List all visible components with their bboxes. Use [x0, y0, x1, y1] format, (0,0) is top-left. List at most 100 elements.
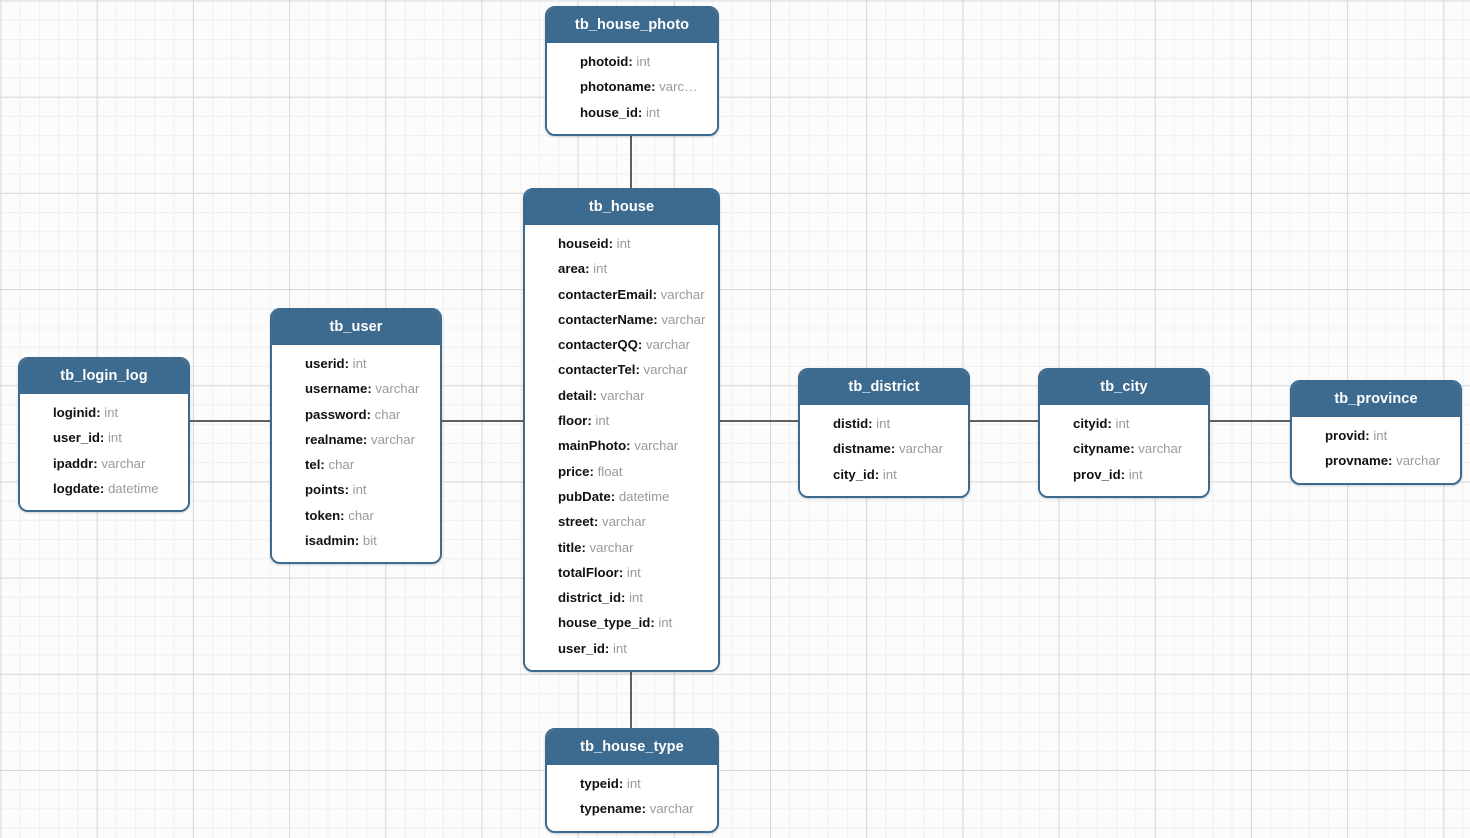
field-name: district_id	[558, 590, 622, 606]
field-type: char	[374, 406, 401, 422]
field-separator: :	[651, 79, 656, 95]
field-name: distname	[833, 441, 891, 457]
field-row[interactable]: loginid: int	[20, 400, 188, 425]
field-separator: :	[610, 488, 616, 504]
field-separator: :	[637, 337, 643, 353]
field-row[interactable]: isadmin: bit	[272, 528, 440, 553]
field-row[interactable]: pubDate: datetime	[525, 484, 718, 509]
field-row[interactable]: realname: varchar	[272, 427, 440, 452]
field-row[interactable]: contacterEmail: varchar	[525, 282, 718, 307]
field-row[interactable]: house_id: int	[547, 100, 717, 125]
field-row[interactable]: house_type_id: int	[525, 610, 718, 635]
field-row[interactable]: provname: varchar	[1292, 448, 1460, 473]
field-row[interactable]: distname: varchar	[800, 436, 968, 461]
field-separator: :	[585, 261, 590, 277]
field-separator: :	[366, 406, 371, 422]
field-separator: :	[628, 54, 633, 69]
field-row[interactable]: token: char	[272, 503, 440, 528]
field-name: totalFloor	[558, 564, 619, 580]
field-row[interactable]: provid: int	[1292, 423, 1460, 448]
field-name: points	[305, 482, 345, 498]
field-row[interactable]: city_id: int	[800, 462, 968, 487]
entity-title-tb_user: tb_user	[272, 310, 440, 345]
field-row[interactable]: cityname: varchar	[1040, 436, 1208, 461]
field-separator: :	[608, 236, 613, 251]
field-separator: :	[1365, 428, 1370, 443]
field-name: pubDate	[558, 488, 611, 504]
field-row[interactable]: cityid: int	[1040, 411, 1208, 436]
field-type: varc…	[659, 79, 698, 95]
field-row[interactable]: userid: int	[272, 351, 440, 376]
field-row[interactable]: contacterQQ: varchar	[525, 332, 718, 357]
field-row[interactable]: distid: int	[800, 411, 968, 436]
field-type: varchar	[661, 311, 706, 327]
field-name: mainPhoto	[558, 438, 627, 454]
field-row[interactable]: mainPhoto: varchar	[525, 433, 718, 458]
entity-title-tb_district: tb_district	[800, 370, 968, 405]
field-type: datetime	[107, 480, 159, 496]
field-row[interactable]: photoid: int	[547, 49, 717, 74]
field-row[interactable]: typename: varchar	[547, 796, 717, 821]
field-row[interactable]: area: int	[525, 256, 718, 281]
field-row[interactable]: title: varchar	[525, 535, 718, 560]
field-name: detail	[558, 387, 593, 403]
field-type: int	[616, 236, 631, 251]
field-separator: :	[99, 480, 105, 496]
field-row[interactable]: logdate: datetime	[20, 476, 188, 501]
field-name: userid	[305, 356, 345, 371]
field-name: contacterEmail	[558, 286, 653, 302]
field-separator: :	[650, 615, 655, 631]
field-row[interactable]: user_id: int	[525, 636, 718, 661]
field-separator: :	[592, 387, 597, 403]
field-row[interactable]: contacterTel: varchar	[525, 357, 718, 382]
field-row[interactable]: ipaddr: varchar	[20, 451, 188, 476]
connector-photo-to-house[interactable]	[630, 133, 632, 189]
field-row[interactable]: user_id: int	[20, 425, 188, 450]
field-separator: :	[589, 463, 594, 479]
field-row[interactable]: tel: char	[272, 452, 440, 477]
field-row[interactable]: points: int	[272, 477, 440, 502]
field-type: char	[328, 457, 355, 473]
entity-title-tb_province: tb_province	[1292, 382, 1460, 417]
field-row[interactable]: district_id: int	[525, 585, 718, 610]
field-separator: :	[637, 104, 643, 120]
field-type: varchar	[1138, 441, 1183, 457]
field-row[interactable]: password: char	[272, 402, 440, 427]
field-type: varchar	[600, 387, 645, 403]
field-row[interactable]: contacterName: varchar	[525, 307, 718, 332]
connector-house-to-type[interactable]	[630, 664, 632, 729]
field-row[interactable]: totalFloor: int	[525, 560, 718, 585]
field-name: contacterName	[558, 311, 654, 327]
connector-house-to-district[interactable]	[719, 420, 799, 422]
field-separator: :	[635, 362, 640, 378]
field-row[interactable]: prov_id: int	[1040, 462, 1208, 487]
field-row[interactable]: houseid: int	[525, 231, 718, 256]
connector-district-to-city[interactable]	[969, 420, 1039, 422]
field-name: ipaddr	[53, 455, 94, 471]
field-type: varchar	[589, 539, 634, 555]
connector-loginlog-to-user[interactable]	[189, 420, 271, 422]
field-row[interactable]: street: varchar	[525, 509, 718, 534]
field-row[interactable]: floor: int	[525, 408, 718, 433]
field-row[interactable]: username: varchar	[272, 376, 440, 401]
connector-user-to-house[interactable]	[441, 420, 524, 422]
field-separator: :	[320, 457, 325, 473]
field-row[interactable]: photoname: varc…	[547, 74, 717, 99]
connector-city-to-province[interactable]	[1209, 420, 1291, 422]
field-row[interactable]: price: float	[525, 459, 718, 484]
field-row[interactable]: detail: varchar	[525, 383, 718, 408]
field-type: varchar	[1396, 453, 1441, 469]
field-row[interactable]: typeid: int	[547, 771, 717, 796]
field-name: distid	[833, 416, 869, 431]
